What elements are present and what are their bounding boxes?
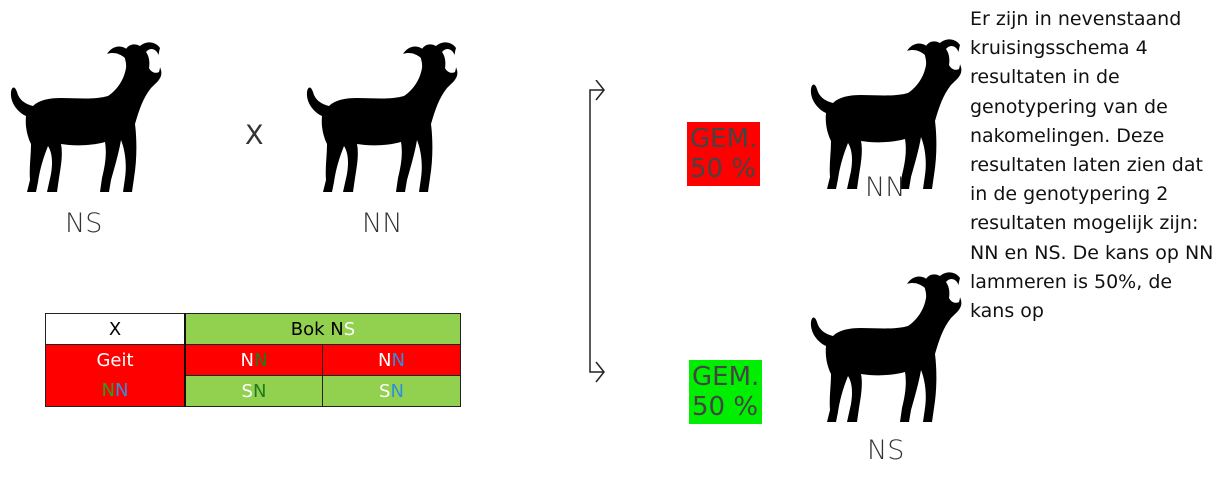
allele: S: [379, 380, 391, 402]
pct-line: 50 %: [692, 392, 759, 422]
punnett-corner: X: [45, 313, 186, 345]
pct-line: GEM.: [690, 124, 758, 154]
allele: N: [115, 380, 129, 402]
allele: N: [240, 349, 254, 371]
cross-symbol: X: [245, 120, 264, 151]
offspring-bottom-percentage: GEM. 50 %: [689, 360, 763, 424]
bok-allele-s: S: [343, 318, 356, 340]
allele: N: [391, 349, 405, 371]
bok-label: Bok N: [290, 318, 344, 340]
pct-line: 50 %: [690, 154, 757, 184]
punnett-geit-genotype: NN: [45, 375, 186, 407]
offspring-top-percentage: GEM. 50 %: [687, 122, 761, 186]
allele: N: [252, 380, 267, 402]
offspring-top-genotype: NN: [865, 172, 906, 203]
offspring-goat-bottom-icon: [808, 270, 970, 425]
outcome-bracket-arrows: [589, 80, 605, 383]
punnett-cell-r2c1: SN: [184, 375, 323, 407]
punnett-cell-r1c1: NN: [184, 344, 323, 376]
punnett-cell-r1c2: NN: [322, 344, 461, 376]
allele: N: [390, 380, 404, 402]
punnett-square: X Bok NS Geit NN NN NN SN SN: [45, 313, 461, 407]
punnett-bok-header: Bok NS: [184, 313, 461, 345]
punnett-cell-r2c2: SN: [322, 375, 461, 407]
offspring-bottom-genotype: NS: [867, 435, 905, 466]
explanation-paragraph: Er zijn in nevenstaand kruisingsschema 4…: [970, 8, 1214, 323]
parent-goat-right-icon: [304, 40, 466, 195]
parent-left-genotype: NS: [65, 208, 103, 239]
parent-goat-left-icon: [8, 40, 170, 195]
allele: N: [101, 380, 115, 402]
offspring-goat-top-icon: [808, 37, 970, 192]
parent-right-genotype: NN: [362, 208, 403, 239]
allele: S: [241, 380, 253, 402]
allele: N: [254, 349, 268, 371]
allele: N: [378, 349, 392, 371]
punnett-geit-label: Geit: [45, 344, 186, 376]
pct-line: GEM.: [692, 362, 760, 392]
